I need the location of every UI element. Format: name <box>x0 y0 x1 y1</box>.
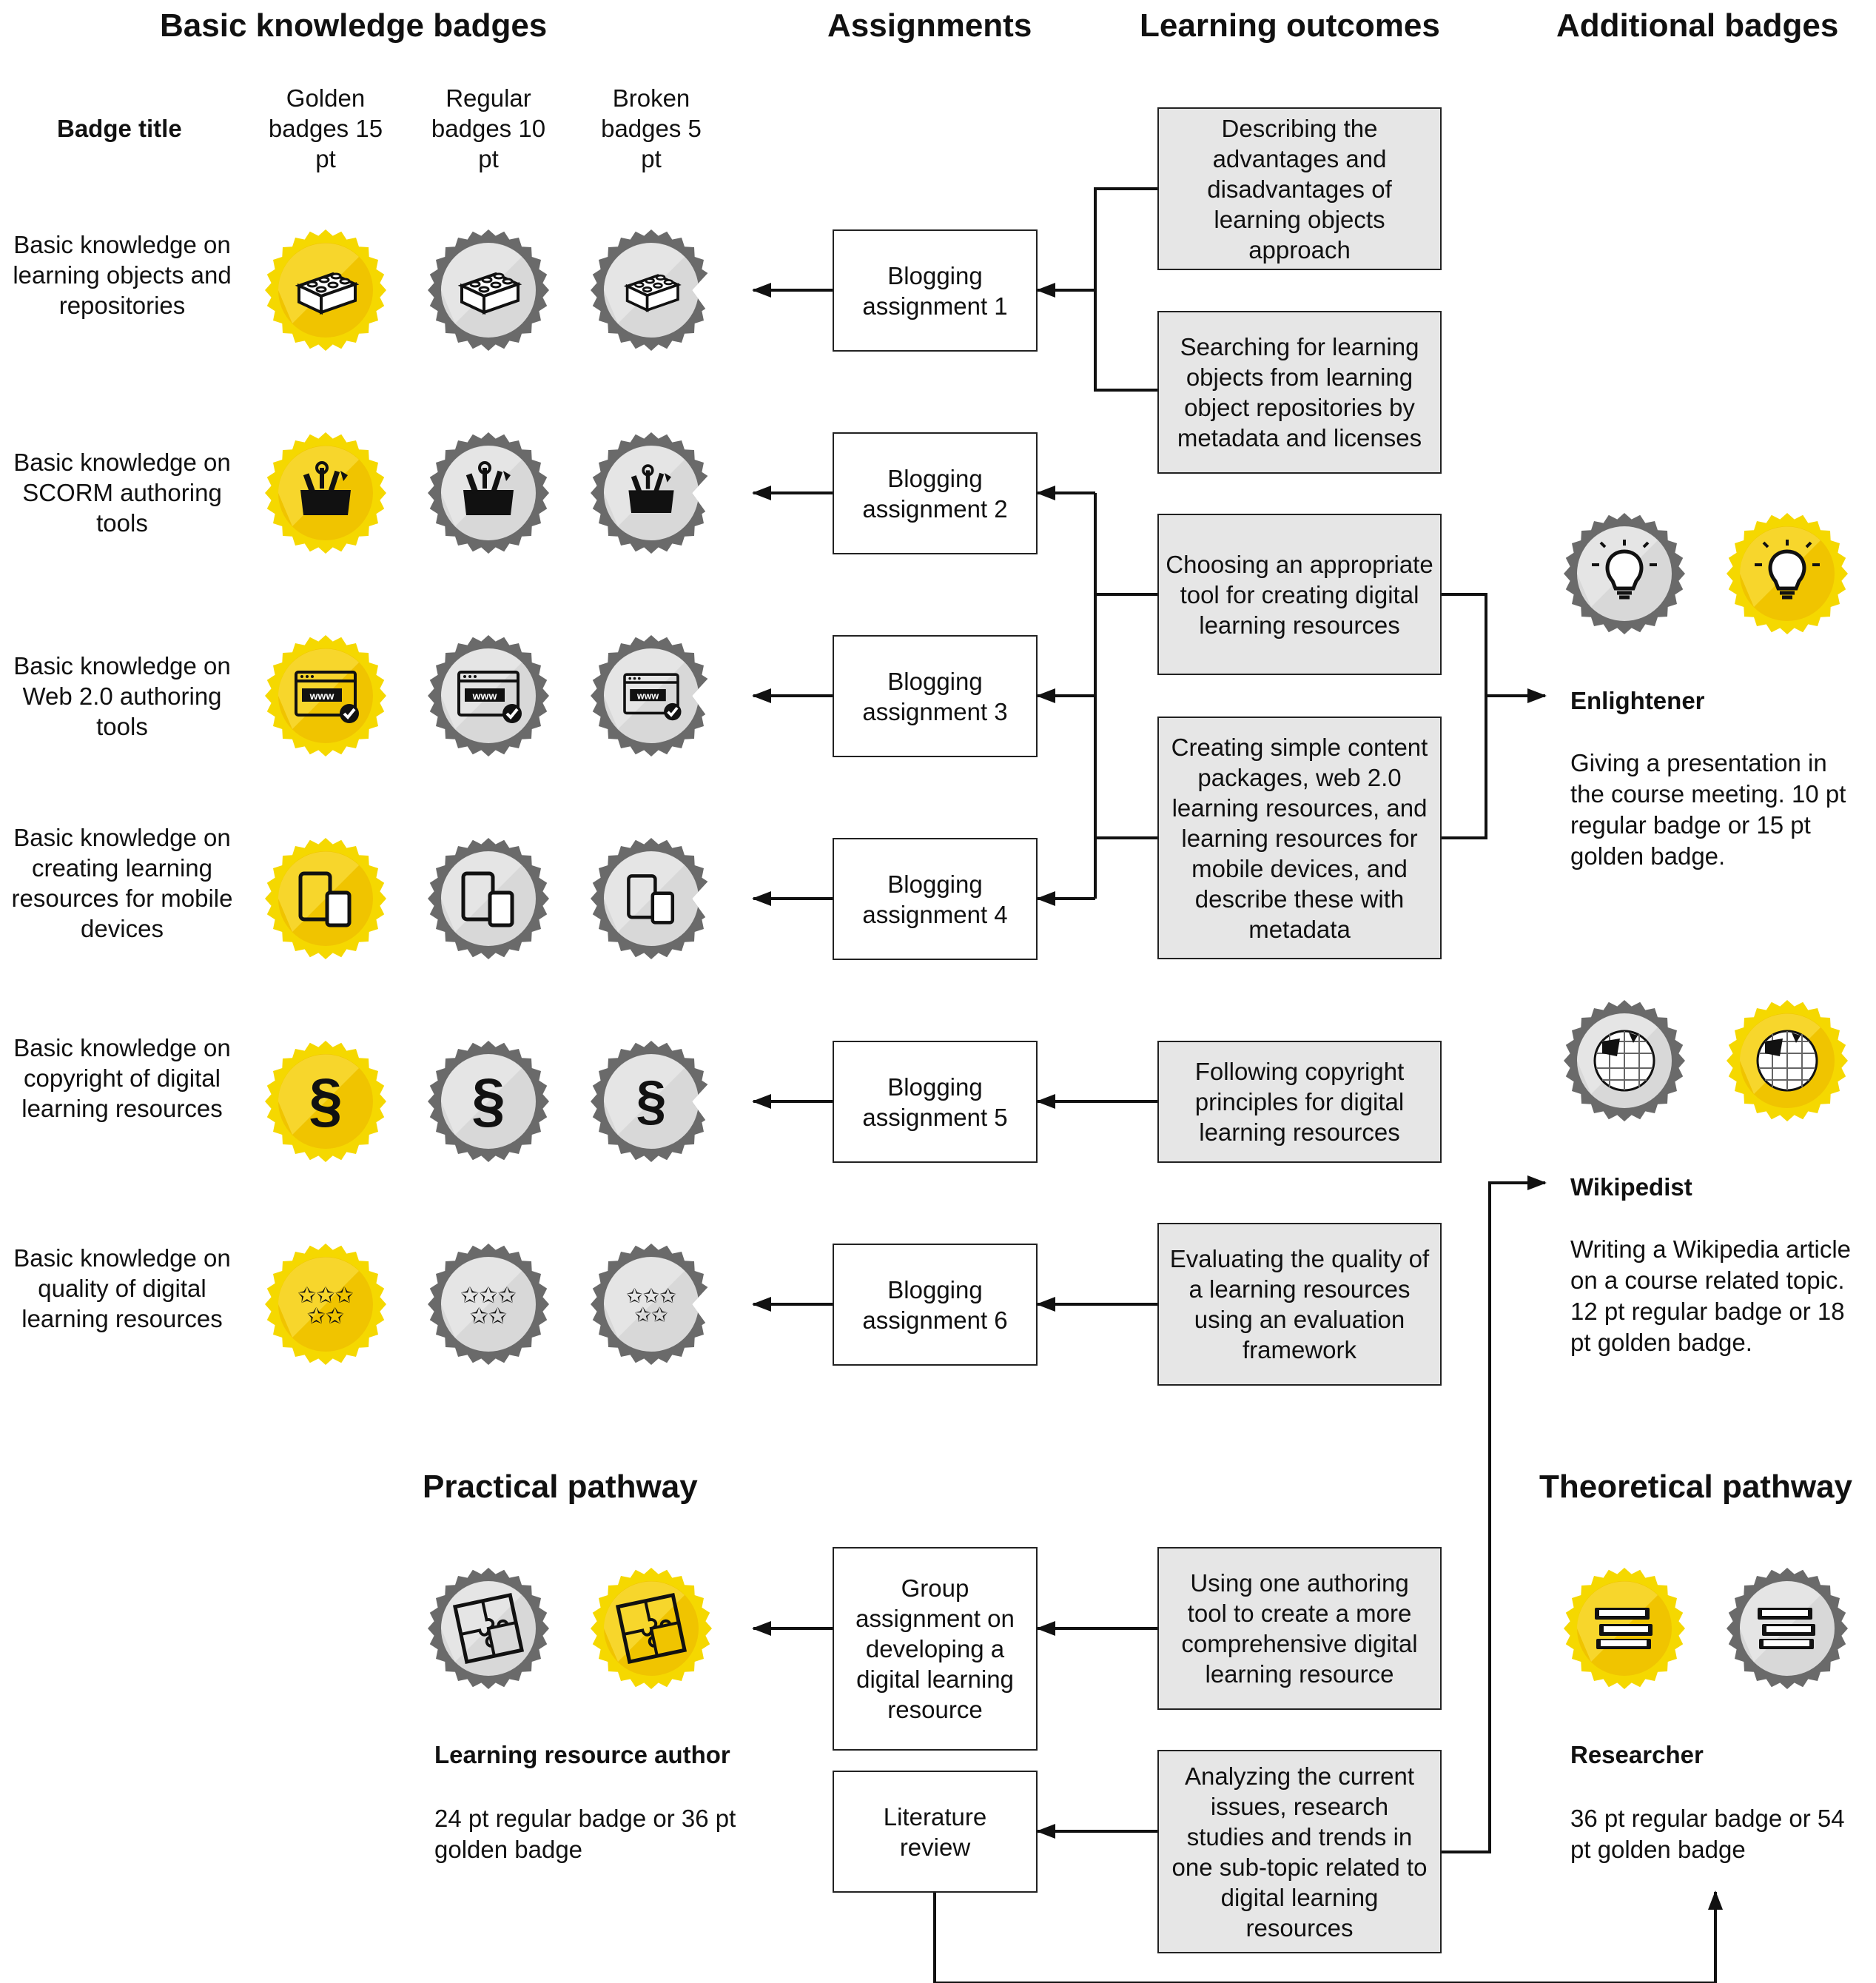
researcher-golden-badge-books-icon <box>1564 1568 1685 1689</box>
golden-badge-2-toolbox-icon <box>265 432 386 554</box>
author-golden-badge-puzzle-icon <box>591 1568 712 1689</box>
arrow-to-researcher <box>933 1890 1723 1983</box>
broken-badge-2-toolbox-icon <box>591 432 712 554</box>
heading-practical-pathway: Practical pathway <box>423 1469 698 1505</box>
broken-badge-1-lego-brick-icon <box>591 229 712 351</box>
broken-badge-6-stars-icon: ✩✩✩ ✩✩ <box>591 1244 712 1365</box>
outcome-box-3: Choosing an appropriate tool for creatin… <box>1157 514 1442 675</box>
svg-text:✩✩✩: ✩✩✩ <box>626 1285 676 1308</box>
row-label-1: Basic knowledge on learning objects and … <box>13 231 232 319</box>
assignment-box-group: Group assignment on developing a digital… <box>833 1547 1038 1751</box>
assignment-box-3: Blogging assignment 3 <box>833 635 1038 757</box>
assignment-box-2: Blogging assignment 2 <box>833 432 1038 554</box>
outcome-box-5: Following copyright principles for digit… <box>1157 1041 1442 1163</box>
heading-additional-badges: Additional badges <box>1556 7 1839 44</box>
wikipedist-golden-badge-wikipedia-globe-icon <box>1727 1000 1848 1121</box>
wikipedist-regular-badge-wikipedia-globe-icon <box>1564 1000 1685 1121</box>
svg-text:§: § <box>309 1067 343 1134</box>
broken-badge-5-section-sign-icon: § <box>591 1041 712 1162</box>
outcome-box-4: Creating simple content packages, web 2.… <box>1157 717 1442 959</box>
row-label-2: Basic knowledge on SCORM authoring tools <box>13 449 231 537</box>
svg-text:✩✩: ✩✩ <box>307 1303 344 1329</box>
golden-badge-5-section-sign-icon: § <box>265 1041 386 1162</box>
author-regular-badge-puzzle-icon <box>428 1568 549 1689</box>
svg-text:www: www <box>472 690 497 702</box>
outcome-box-1: Describing the advantages and disadvanta… <box>1157 107 1442 270</box>
broken-badge-3-www-browser-icon: www <box>591 635 712 756</box>
svg-text:✩✩: ✩✩ <box>470 1303 507 1329</box>
broken-badge-4-mobile-devices-icon <box>591 838 712 959</box>
golden-badge-4-mobile-devices-icon <box>265 838 386 959</box>
regular-badge-2-toolbox-icon <box>428 432 549 554</box>
heading-basic-badges: Basic knowledge badges <box>160 7 548 44</box>
heading-learning-outcomes: Learning outcomes <box>1140 7 1440 44</box>
golden-badge-6-stars-icon: ✩✩✩ ✩✩ <box>265 1244 386 1365</box>
svg-text:✩✩: ✩✩ <box>634 1303 668 1326</box>
enlightener-golden-badge-lightbulb-icon <box>1727 513 1848 634</box>
row-label-6: Basic knowledge on quality of digital le… <box>13 1244 231 1332</box>
researcher-title: Researcher <box>1570 1741 1704 1768</box>
row-label-3: Basic knowledge on Web 2.0 authoring too… <box>13 652 231 740</box>
enlightener-title: Enlightener <box>1570 687 1705 714</box>
broken-badges-header: Broken badges 5 pt <box>601 84 702 172</box>
researcher-description: 36 pt regular badge or 54 pt golden badg… <box>1570 1805 1845 1863</box>
outcome-box-6: Evaluating the quality of a learning res… <box>1157 1223 1442 1386</box>
outcome-box-8: Analyzing the current issues, research s… <box>1157 1750 1442 1953</box>
regular-badge-4-mobile-devices-icon <box>428 838 549 959</box>
researcher-regular-badge-books-icon <box>1727 1568 1848 1689</box>
golden-badge-3-www-browser-icon: www <box>265 635 386 756</box>
outcome-box-2: Searching for learning objects from lear… <box>1157 311 1442 474</box>
bracket-outcomes-1-2 <box>1094 187 1157 392</box>
assignment-box-literature: Literature review <box>833 1771 1038 1893</box>
heading-theoretical-pathway: Theoretical pathway <box>1539 1469 1853 1505</box>
row-label-4: Basic knowledge on creating learning res… <box>11 824 233 942</box>
assignment-box-4: Blogging assignment 4 <box>833 838 1038 960</box>
svg-text:www: www <box>636 691 659 702</box>
assignment-box-1: Blogging assignment 1 <box>833 229 1038 352</box>
heading-assignments: Assignments <box>827 7 1032 44</box>
enlightener-regular-badge-lightbulb-icon <box>1564 513 1685 634</box>
assignment-box-6: Blogging assignment 6 <box>833 1244 1038 1366</box>
assignment-box-5: Blogging assignment 5 <box>833 1041 1038 1163</box>
svg-text:✩✩✩: ✩✩✩ <box>460 1283 516 1309</box>
golden-badges-header: Golden badges 15 pt <box>268 84 383 172</box>
regular-badge-3-www-browser-icon: www <box>428 635 549 756</box>
arrow-to-wikipedist <box>1442 1175 1547 1853</box>
wikipedist-description: Writing a Wikipedia article on a course … <box>1570 1235 1852 1356</box>
regular-badge-6-stars-icon: ✩✩✩ ✩✩ <box>428 1244 549 1365</box>
row-label-5: Basic knowledge on copyright of digital … <box>13 1034 231 1122</box>
regular-badge-1-lego-brick-icon <box>428 229 549 351</box>
learning-resource-author-description: 24 pt regular badge or 36 pt golden badg… <box>434 1805 736 1863</box>
wikipedist-title: Wikipedist <box>1570 1173 1692 1201</box>
bracket-to-enlightener <box>1442 593 1487 839</box>
outcome-box-7: Using one authoring tool to create a mor… <box>1157 1547 1442 1710</box>
svg-text:§: § <box>471 1067 505 1134</box>
svg-text:✩✩✩: ✩✩✩ <box>297 1283 353 1309</box>
svg-text:www: www <box>309 690 334 702</box>
enlightener-description: Giving a presentation in the course meet… <box>1570 749 1846 870</box>
regular-badges-header: Regular badges 10 pt <box>431 84 546 172</box>
regular-badge-5-section-sign-icon: § <box>428 1041 549 1162</box>
svg-text:§: § <box>636 1069 666 1130</box>
badge-title-header: Badge title <box>57 115 182 142</box>
learning-resource-author-title: Learning resource author <box>434 1741 730 1768</box>
golden-badge-1-lego-brick-icon <box>265 229 386 351</box>
